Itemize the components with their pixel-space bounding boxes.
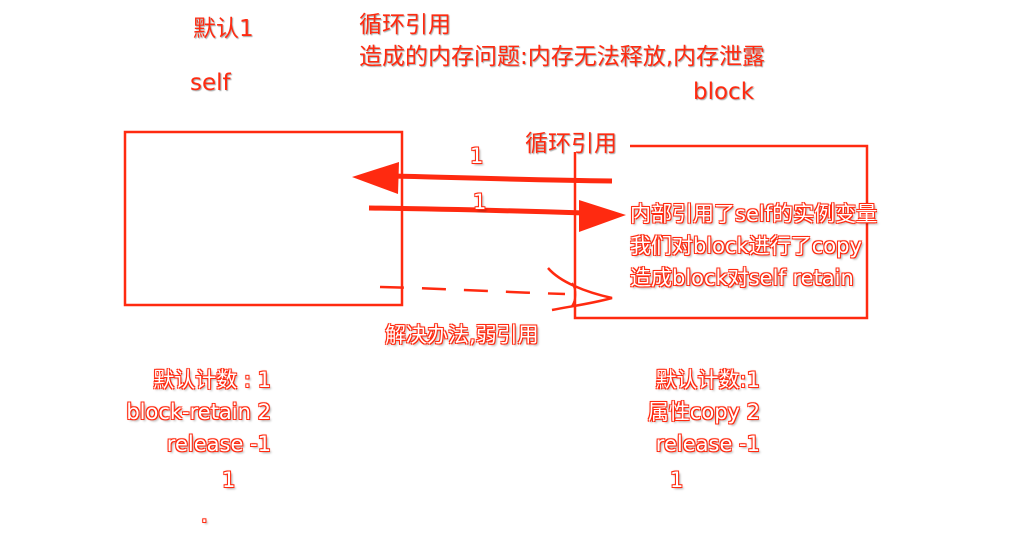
block-count-steps: 默认计数:1 属性copy 2 release -1 <box>600 364 760 460</box>
arrow-to-block <box>368 205 586 216</box>
self-count-line: release -1 <box>166 432 271 456</box>
arrow-to-self <box>391 173 613 184</box>
block-count-line: 属性copy 2 <box>647 400 760 424</box>
explanation-line: 内部引用了self的实例变量 <box>630 202 878 226</box>
arrow-to-block-count: 1 <box>473 190 487 214</box>
self-count-line: 默认计数 : 1 <box>153 368 271 392</box>
memory-problem-text: 造成的内存问题:内存无法释放,内存泄露 <box>359 44 766 70</box>
arrow-to-self-count: 1 <box>470 144 484 168</box>
retain-cycle-title: 循环引用 <box>359 12 451 38</box>
arrow-to-block-head <box>579 200 626 232</box>
self-label: self <box>190 70 231 96</box>
block-box-explanation: 内部引用了self的实例变量 我们对block进行了copy 造成block对s… <box>630 198 877 294</box>
arrow-to-self-head <box>352 162 399 194</box>
block-box <box>573 144 869 320</box>
weak-reference-dashed-arrow <box>379 285 566 296</box>
block-count-line: 默认计数:1 <box>655 368 760 392</box>
explanation-line: 造成block对self retain <box>630 266 854 290</box>
block-label: block <box>693 79 755 105</box>
self-count-steps: 默认计数 : 1 block-retain 2 release -1 <box>78 364 271 460</box>
block-count-result: 1 <box>670 468 684 492</box>
block-count-line: release -1 <box>655 432 760 456</box>
solution-text: 解决办法,弱引用 <box>385 323 539 347</box>
explanation-line: 我们对block进行了copy <box>630 234 862 258</box>
self-count-result: 1 <box>222 468 236 492</box>
self-default-count: 默认1 <box>193 16 254 42</box>
self-count-line: block-retain 2 <box>126 400 271 424</box>
self-count-dot: . <box>201 503 208 527</box>
weak-reference-arrow-hook <box>571 282 577 307</box>
self-box <box>123 130 404 307</box>
block-box-tab-label: 循环引用 <box>525 131 617 157</box>
weak-reference-arrow-head <box>547 267 613 312</box>
